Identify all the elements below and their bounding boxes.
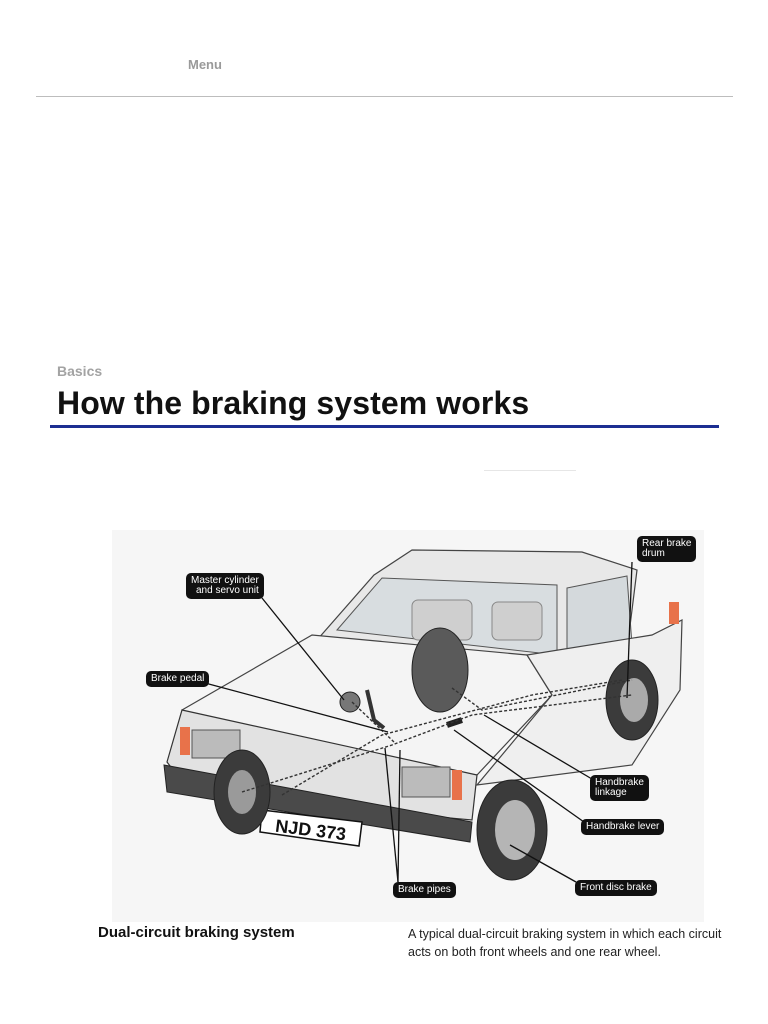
indicator-lamp xyxy=(452,770,462,800)
category-label[interactable]: Basics xyxy=(57,363,103,379)
hub xyxy=(495,800,535,860)
handbrake-part xyxy=(446,717,463,728)
figure-caption-text: A typical dual-circuit braking system in… xyxy=(408,927,722,959)
title-underline xyxy=(50,425,719,428)
spare-wheel xyxy=(411,627,469,713)
indicator-lamp xyxy=(180,727,190,755)
leader-lines xyxy=(204,561,633,883)
header-divider xyxy=(36,96,733,97)
number-plate xyxy=(259,809,363,847)
callout-front-disc-brake: Front disc brake xyxy=(575,880,657,896)
faint-divider xyxy=(484,470,576,471)
car-diagram: NJD 373 xyxy=(163,549,683,883)
callout-rear-brake-drum: Rear brake drum xyxy=(637,536,697,562)
master-cylinder-part xyxy=(339,691,361,713)
callout-master-cylinder: Master cylinder and servo unit xyxy=(186,573,264,599)
hub xyxy=(620,678,648,722)
callout-brake-pedal: Brake pedal xyxy=(146,671,210,687)
rear-lamp xyxy=(669,602,679,624)
brake-pipe-network xyxy=(241,679,633,796)
callout-brake-pipes: Brake pipes xyxy=(393,882,456,898)
figure-caption-title: Dual-circuit braking system xyxy=(98,924,295,941)
article-title: How the braking system works xyxy=(57,385,530,421)
callout-handbrake-lever: Handbrake lever xyxy=(581,819,665,835)
callout-handbrake-linkage: Handbrake linkage xyxy=(590,775,649,801)
pedal-part xyxy=(365,689,386,730)
menu-link[interactable]: Menu xyxy=(188,57,222,72)
braking-system-illustration: NJD 373 Rear br xyxy=(112,530,704,922)
seat-shape xyxy=(491,601,543,641)
headlight xyxy=(401,766,451,798)
